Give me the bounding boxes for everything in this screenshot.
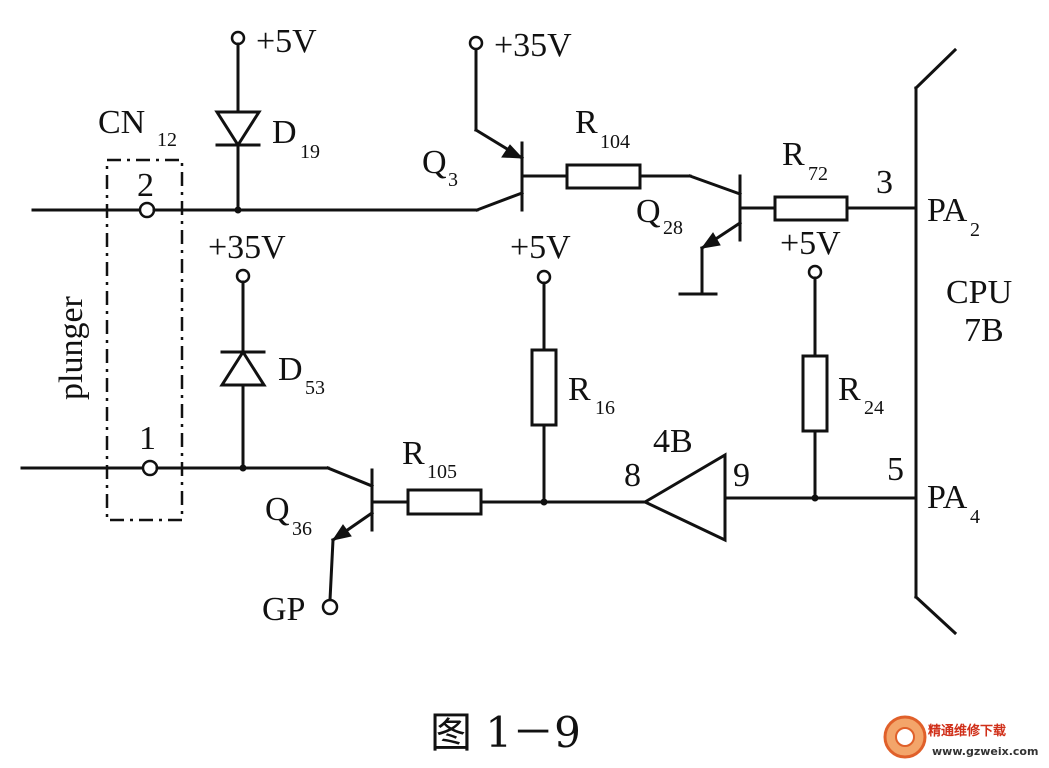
v35-q3-label: +35V [494, 27, 572, 64]
r72-resistor [773, 195, 849, 222]
v5-r24-terminal [807, 264, 823, 280]
r24-subscript: 24 [864, 397, 884, 419]
cn12-connector-outline [105, 158, 184, 522]
r105-label: R [402, 435, 425, 472]
d19-label: D [272, 114, 297, 151]
pa2-label: PA [927, 192, 968, 229]
r105-subscript: 105 [427, 461, 457, 483]
wire-q36-gp [328, 538, 335, 602]
v5-r16-label: +5V [510, 229, 571, 266]
plunger-label: plunger [53, 295, 90, 400]
q3-collector [475, 191, 524, 212]
pa2-subscript: 2 [970, 219, 980, 241]
r16-label: R [568, 371, 591, 408]
d53-diode-triangle [219, 349, 267, 387]
q36-subscript: 36 [292, 518, 312, 540]
r72-label: R [782, 136, 805, 173]
q28-subscript: 28 [663, 217, 683, 239]
v35-d53-label: +35V [208, 229, 286, 266]
r104-resistor [565, 163, 642, 190]
r16-resistor [530, 348, 558, 427]
pa4-subscript: 4 [970, 506, 980, 528]
q3-subscript: 3 [448, 169, 458, 191]
r104-label: R [575, 104, 598, 141]
v35-d53-terminal [235, 268, 251, 284]
watermark-logo: 精通维修下载 www.gzweix.com [883, 715, 1038, 759]
cpu-edge-top [913, 47, 958, 91]
d19-subscript: 19 [300, 141, 320, 163]
buffer-label: 4B [653, 423, 693, 460]
d53-label: D [278, 351, 303, 388]
pin9-label: 9 [733, 457, 750, 494]
node-d53 [239, 464, 247, 472]
r105-resistor [406, 488, 483, 516]
gp-terminal [321, 598, 339, 616]
pin3-label: 3 [876, 164, 893, 201]
cpu-edge-bottom [913, 594, 958, 636]
node-r24 [811, 494, 819, 502]
gp-label: GP [262, 591, 305, 628]
r72-subscript: 72 [808, 163, 828, 185]
r16-subscript: 16 [595, 397, 615, 419]
node-d19 [234, 206, 242, 214]
figure-caption: 图 1－9 [430, 708, 581, 757]
pin1-terminal [141, 459, 159, 477]
v5-d19-label: +5V [256, 23, 317, 60]
q36-collector [326, 466, 374, 488]
q28-collector [688, 174, 742, 196]
q36-emitter-arrow [331, 524, 352, 541]
d53-subscript: 53 [305, 377, 325, 399]
pin2-label: 2 [137, 167, 154, 204]
q3-emitter-arrow [501, 144, 524, 159]
r104-subscript: 104 [600, 131, 630, 153]
v5-r16-terminal [536, 269, 552, 285]
q3-label: Q [422, 144, 447, 181]
pin2-terminal [138, 201, 156, 219]
pin8-label: 8 [624, 457, 641, 494]
cpu-label: CPU [946, 274, 1012, 311]
watermark-text: 精通维修下载 [928, 723, 1006, 739]
v5-d19-terminal [230, 30, 246, 46]
node-r16 [540, 498, 548, 506]
pin5-label: 5 [887, 451, 904, 488]
cn12-label: CN [98, 104, 145, 141]
r24-label: R [838, 371, 861, 408]
cpu-number-label: 7B [964, 312, 1004, 349]
q28-label: Q [636, 193, 661, 230]
v5-r24-label: +5V [780, 225, 841, 262]
pa4-label: PA [927, 479, 968, 516]
r24-resistor [801, 354, 829, 433]
d19-diode-triangle [214, 110, 262, 148]
q28-emitter-arrow [700, 232, 721, 249]
q36-label: Q [265, 491, 290, 528]
cn12-subscript: 12 [157, 129, 177, 151]
pin1-label: 1 [139, 420, 156, 457]
watermark-url: www.gzweix.com [932, 745, 1038, 758]
v35-q3-terminal [468, 35, 484, 51]
buffer-4b [641, 452, 727, 543]
